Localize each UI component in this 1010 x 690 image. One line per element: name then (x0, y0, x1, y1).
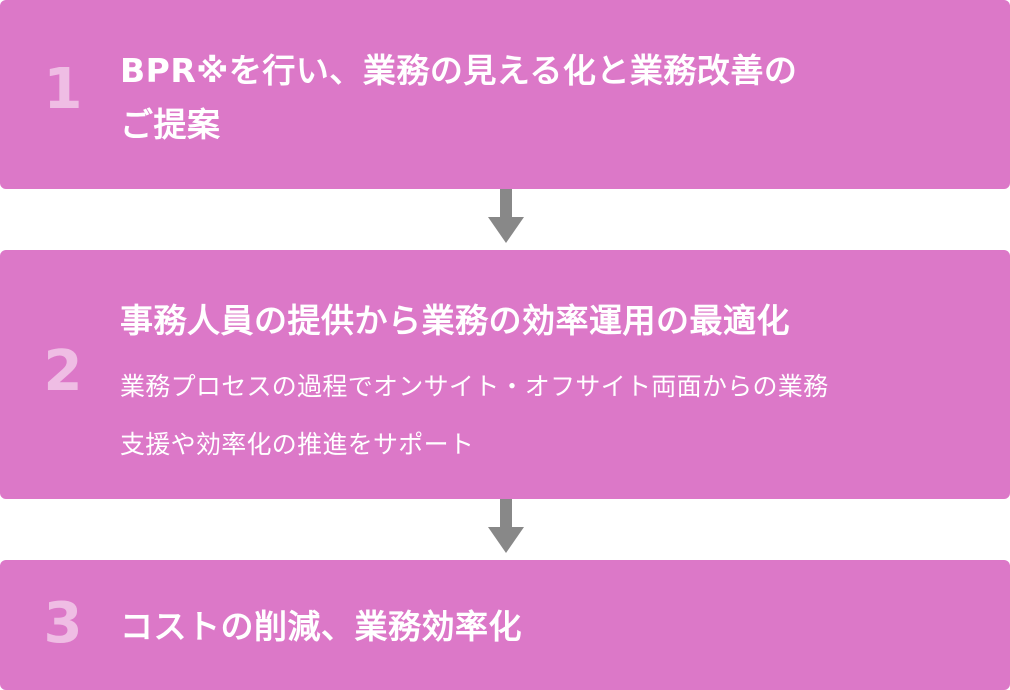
step-3-box: 3 コストの削減、業務効率化 (0, 560, 1010, 690)
step-1-box: 1 BPR※を行い、業務の見える化と業務改善の ご提案 (0, 0, 1010, 189)
step-title: コストの削減、業務効率化 (120, 607, 522, 646)
arrow-down-icon (488, 499, 524, 553)
step-title: BPR※を行い、業務の見える化と業務改善の ご提案 (120, 44, 950, 152)
step-description: 業務プロセスの過程でオンサイト・オフサイト両面からの業務 支援や効率化の推進をサ… (120, 358, 970, 474)
step-description-line: 支援や効率化の推進をサポート (120, 430, 475, 459)
step-title: 事務人員の提供から業務の効率運用の最適化 (120, 301, 790, 340)
step-title-line: BPR※を行い、業務の見える化と業務改善の (120, 51, 798, 90)
step-number: 1 (43, 57, 83, 122)
step-2-box: 2 事務人員の提供から業務の効率運用の最適化 業務プロセスの過程でオンサイト・オ… (0, 250, 1010, 499)
step-description-line: 業務プロセスの過程でオンサイト・オフサイト両面からの業務 (120, 372, 829, 401)
step-title-line: ご提案 (120, 105, 221, 144)
step-number: 3 (43, 591, 83, 656)
step-number: 2 (43, 339, 83, 404)
arrow-down-icon (488, 189, 524, 243)
